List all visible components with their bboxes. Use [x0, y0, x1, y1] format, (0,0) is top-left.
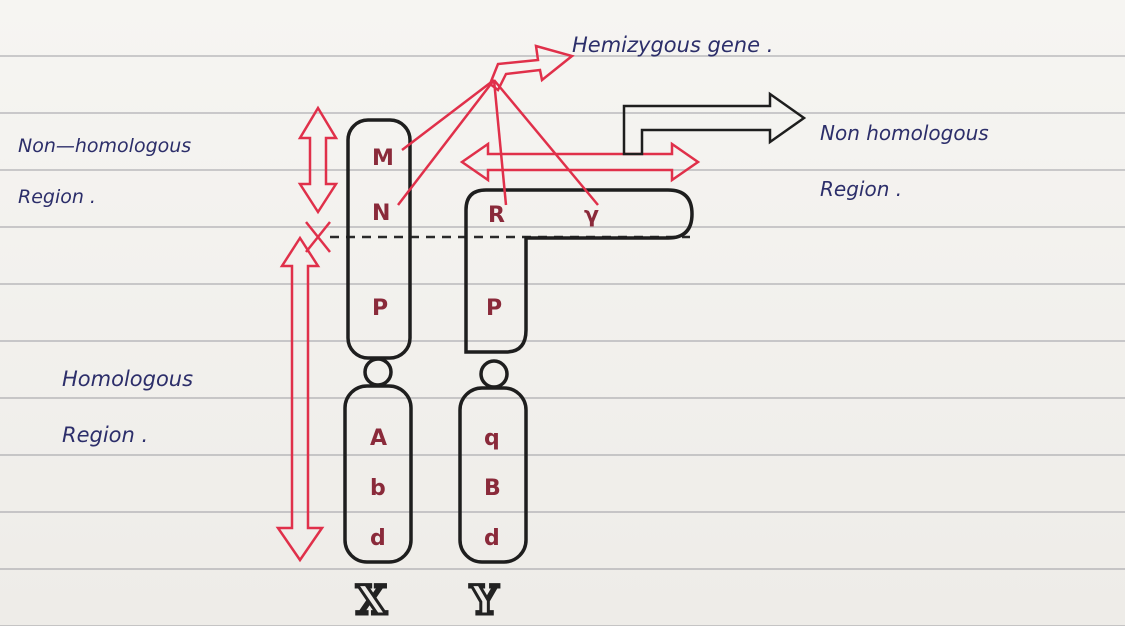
y-centromere [479, 359, 509, 389]
x-chromosome-label: X [356, 577, 387, 624]
x-centromere [363, 357, 393, 387]
x-chromosome [343, 118, 413, 564]
y-gene-1: R [488, 203, 505, 228]
region-left-label: Region . [18, 186, 96, 208]
y-chromosome-label: Y [469, 577, 499, 624]
y-long-arm [458, 386, 528, 564]
x-gene-6: d [370, 526, 386, 551]
y-short-arm [464, 188, 694, 354]
region-right-label: Region . [820, 177, 902, 201]
y-non-homologous-span-arrow [459, 141, 701, 183]
y-gene-2: γ [584, 203, 599, 228]
x-gene-1: M [372, 146, 394, 171]
y-chromosome [458, 188, 694, 564]
x-gene-3: P [372, 296, 388, 321]
y-gene-3: P [486, 296, 502, 321]
region-homologous-label: Region . [62, 423, 148, 447]
non-homologous-callout-arrow [622, 91, 807, 156]
non-homologous-span-arrow [297, 105, 339, 215]
y-gene-5: B [484, 476, 501, 501]
hemizygous-callout-arrow [488, 44, 575, 92]
y-gene-6: d [484, 526, 500, 551]
hemizygous-pointer-lines [397, 79, 599, 206]
y-gene-4: q [484, 426, 500, 451]
x-gene-2: N [372, 201, 390, 226]
x-gene-5: b [370, 476, 386, 501]
x-gene-4: A [370, 426, 387, 451]
hemizygous-label: Hemizygous gene . [572, 33, 773, 57]
homologous-span-arrow [275, 235, 325, 563]
non-homologous-right-label: Non homologous [820, 121, 989, 145]
non-homologous-left-label: Non—homologous [18, 135, 191, 157]
x-long-arm [343, 384, 413, 564]
boundary-cross-mark [305, 221, 331, 253]
homologous-label: Homologous [62, 367, 193, 391]
